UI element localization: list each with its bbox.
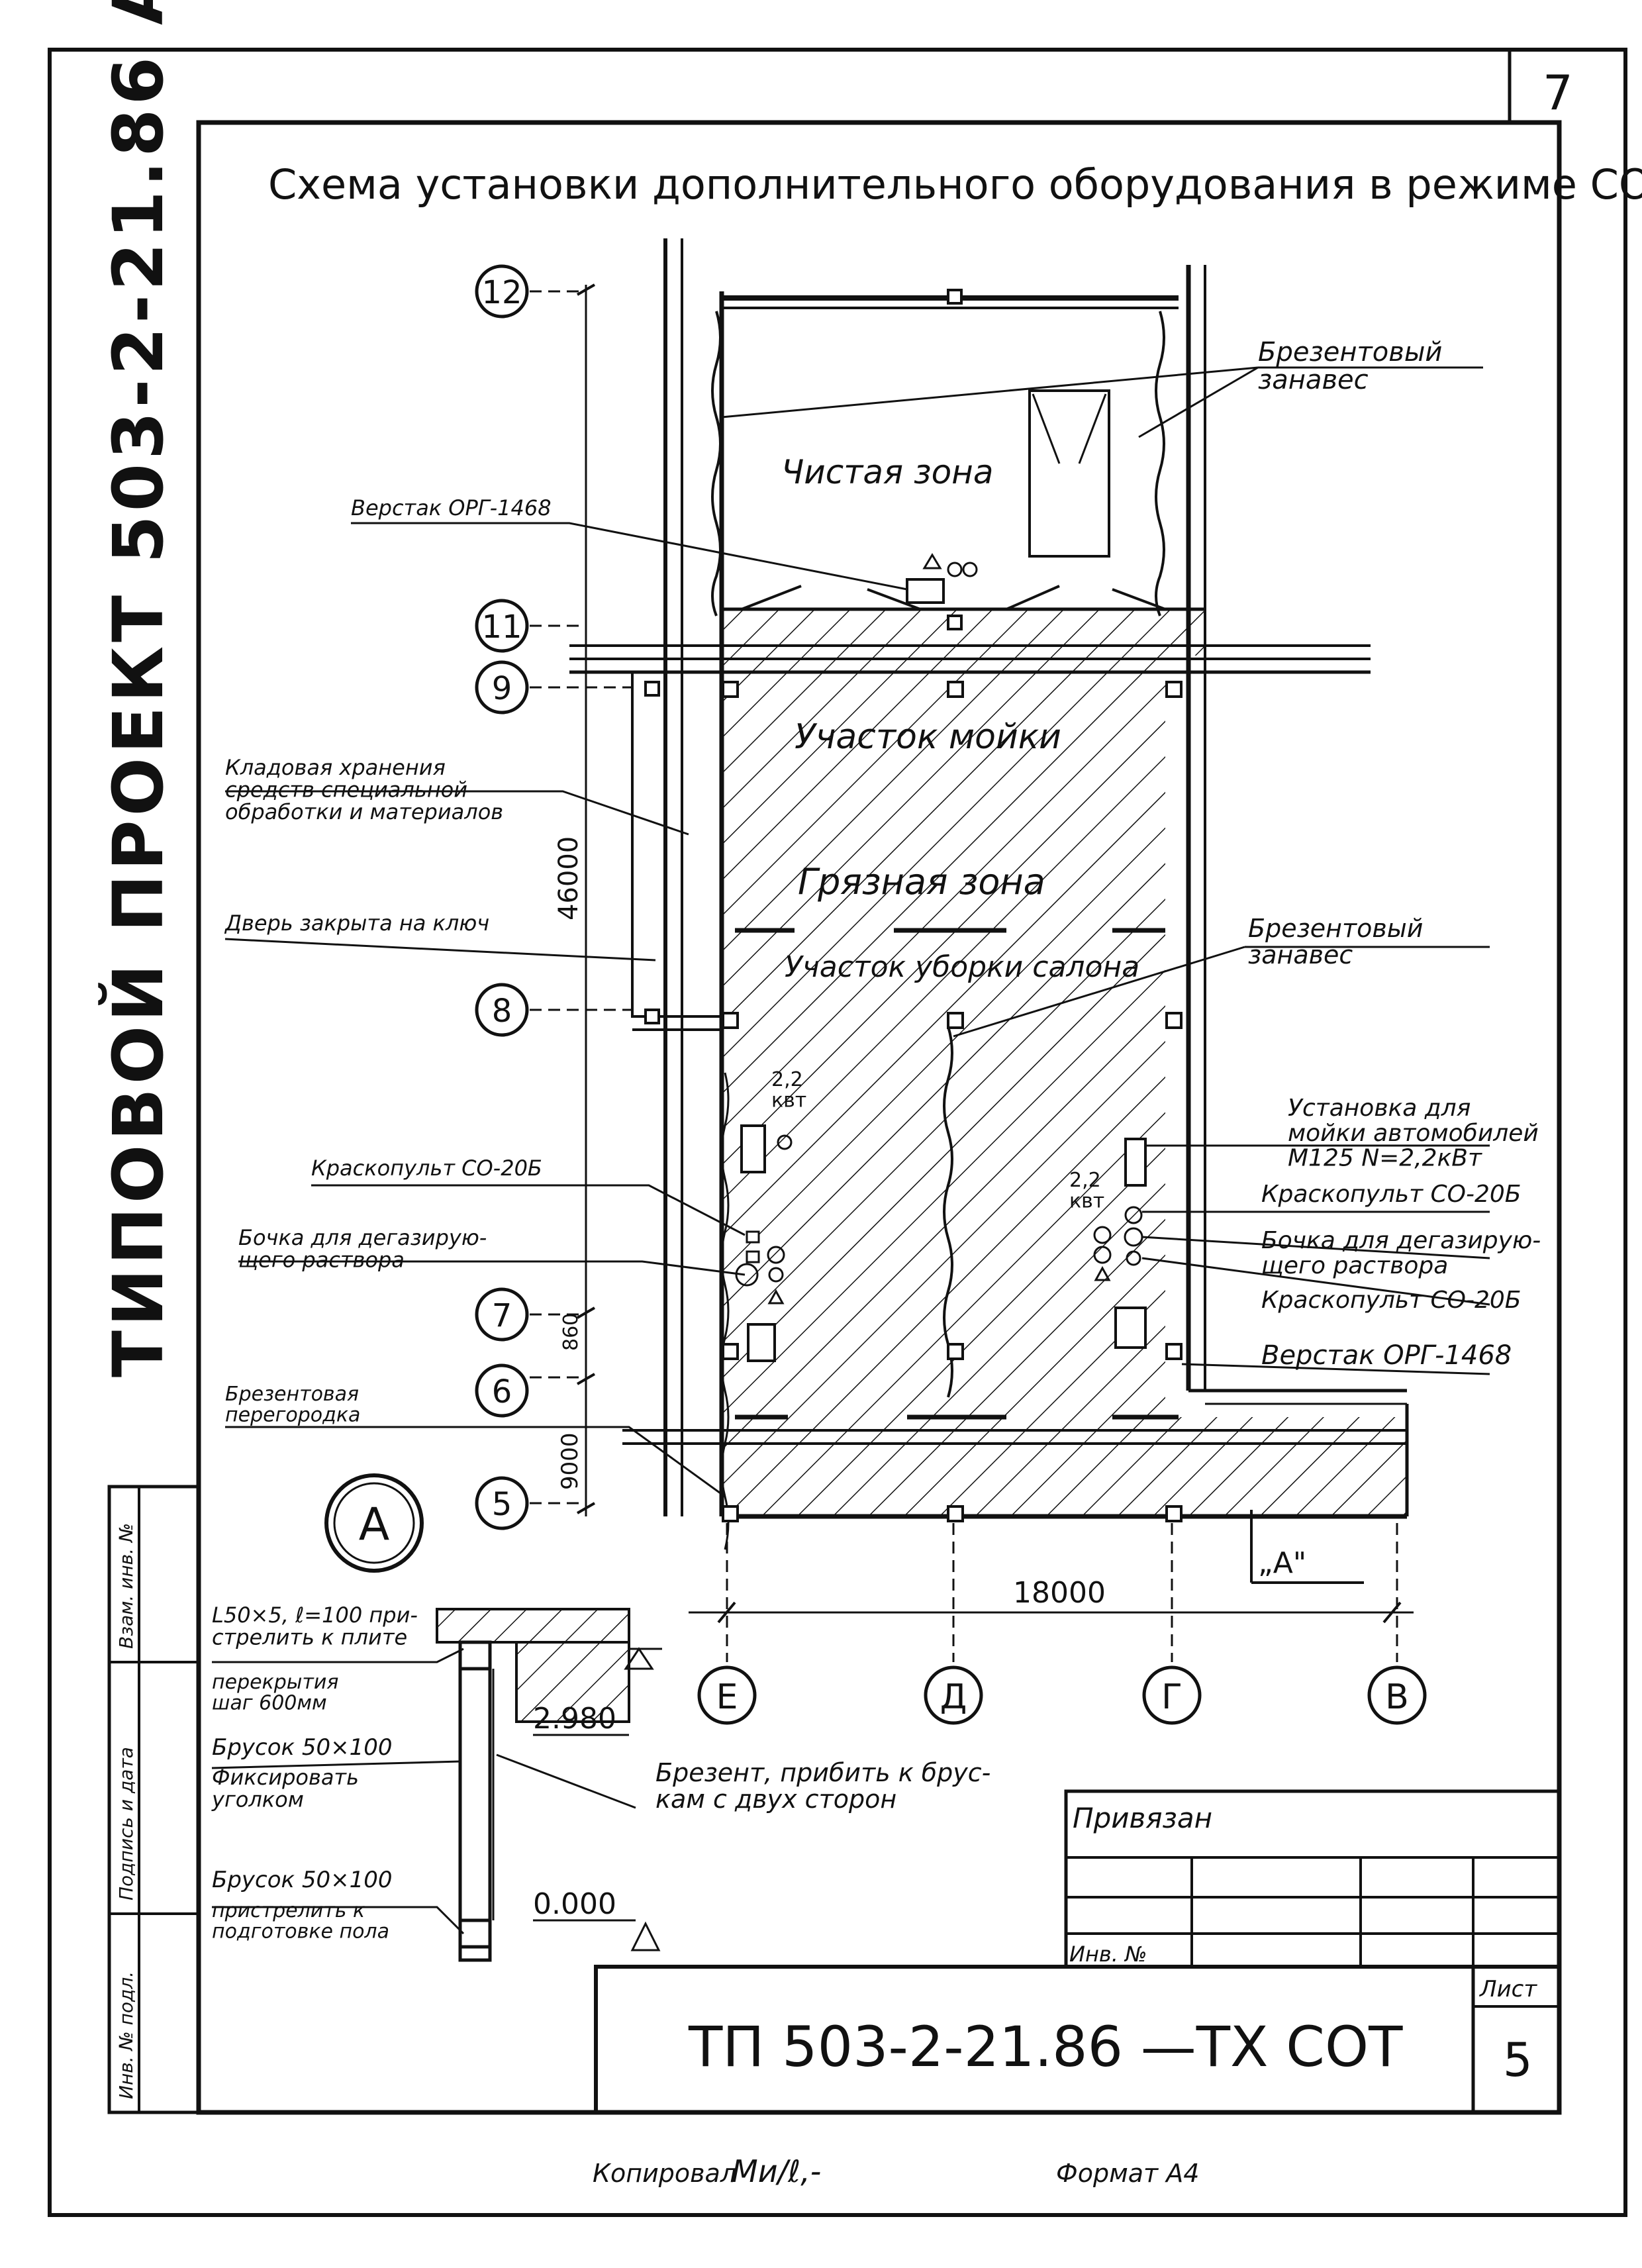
- outer-frame: [48, 48, 1627, 2217]
- footer-signature: Ми/ℓ,-: [732, 2153, 821, 2189]
- label-sprayer-right-1: Краскопульт СО-20Б: [1261, 1181, 1521, 1208]
- footer-format: Формат А4: [1056, 2159, 1199, 2188]
- view-a-ref: „А": [1258, 1546, 1306, 1580]
- page-number: 7: [1543, 65, 1573, 121]
- axis-row-6: 6: [492, 1373, 512, 1410]
- title-sheet-no: 5: [1503, 2033, 1533, 2087]
- title-bound: Привязан: [1073, 1802, 1212, 1834]
- drawing-title: Схема установки дополнительного оборудов…: [268, 160, 1642, 209]
- horizontal-dimension: 18000 Е Д Г В: [689, 1523, 1427, 1725]
- detail-bar-top: Брусок 50×100: [212, 1734, 393, 1761]
- detail-bar-bottom: Брусок 50×100: [212, 1867, 393, 1893]
- title-block: Привязан Инв. № ТП 503-2-21.86 —ТХ СОТ Л…: [594, 1789, 1561, 2114]
- axis-col-d: Д: [940, 1677, 967, 1717]
- label-barrel-left: Бочка для дегазирую-щего раствора: [238, 1225, 487, 1273]
- axis-row-5: 5: [492, 1486, 512, 1523]
- label-workbench-bottom: Верстак ОРГ-1468: [1261, 1340, 1512, 1371]
- stamp-replace-inv: Взам. инв. №: [115, 1523, 137, 1649]
- dim-18000: 18000: [1013, 1576, 1106, 1610]
- zone-cabin: Участок уборки салона: [785, 950, 1139, 984]
- side-stamp: Взам. инв. № Подпись и дата Инв. № подл.: [107, 1485, 201, 2114]
- zone-clean: Чистая зона: [781, 453, 994, 491]
- axis-row-8: 8: [492, 993, 512, 1030]
- side-title: ТИПОВОЙ ПРОЕКТ 503-2-21.86 АЛЬБОМ IX: [98, 0, 179, 1377]
- dim-9000: 9000: [557, 1432, 583, 1490]
- label-sprayer-right-2: Краскопульт СО-20Б: [1261, 1287, 1521, 1314]
- level-bottom: 0.000: [533, 1887, 616, 1921]
- label-sprayer-left: Краскопульт СО-20Б: [311, 1156, 542, 1181]
- axis-col-g: Г: [1161, 1677, 1183, 1717]
- title-sheet-label: Лист: [1478, 1976, 1537, 2002]
- axis-col-v: В: [1385, 1677, 1409, 1717]
- axis-row-11: 11: [481, 609, 522, 646]
- zone-dirty: Грязная зона: [798, 861, 1045, 903]
- label-door: Дверь закрыта на ключ: [224, 911, 489, 936]
- axis-row-7: 7: [492, 1297, 512, 1334]
- title-inv: Инв. №: [1069, 1942, 1147, 1967]
- detail-angle: L50×5, ℓ=100 при-стрелить к плите: [212, 1602, 418, 1650]
- detail-marker: А: [359, 1499, 390, 1551]
- zone-wash: Участок мойки: [795, 717, 1061, 757]
- label-workbench-top: Верстак ОРГ-1468: [351, 495, 552, 520]
- label-barrel-right: Бочка для дегазирую-щего раствора: [1261, 1227, 1541, 1279]
- level-top: 2.980: [533, 1702, 616, 1736]
- dim-46000: 46000: [554, 836, 584, 920]
- dim-860: 860: [559, 1313, 583, 1351]
- hatched-bottom-band: [722, 1417, 1407, 1516]
- building-plan: [569, 238, 1409, 1550]
- detail-a: А 2.980 0.000 L50×5, ℓ=100 при-стрелить …: [211, 1473, 990, 1962]
- detail-tarp: Брезент, прибить к брус-кам с двух сторо…: [655, 1758, 990, 1814]
- hatched-dirty-zone: [722, 656, 1165, 1417]
- row-axis-markers: 12 11 9 8 7 6 5: [475, 264, 632, 1530]
- axis-row-9: 9: [492, 670, 512, 707]
- axis-row-12: 12: [481, 274, 522, 311]
- stamp-inv-original: Инв. № подл.: [115, 1971, 137, 2099]
- vertical-dimension: 46000 860 9000: [554, 283, 595, 1516]
- stamp-signature-date: Подпись и дата: [115, 1747, 137, 1900]
- leader-lines: [224, 366, 1490, 1498]
- title-code: ТП 503-2-21.86 —ТХ СОТ: [688, 2014, 1403, 2079]
- axis-col-e: Е: [716, 1677, 738, 1717]
- hatched-band-11: [722, 609, 1205, 656]
- footer-copied: Копировал: [593, 2159, 736, 2188]
